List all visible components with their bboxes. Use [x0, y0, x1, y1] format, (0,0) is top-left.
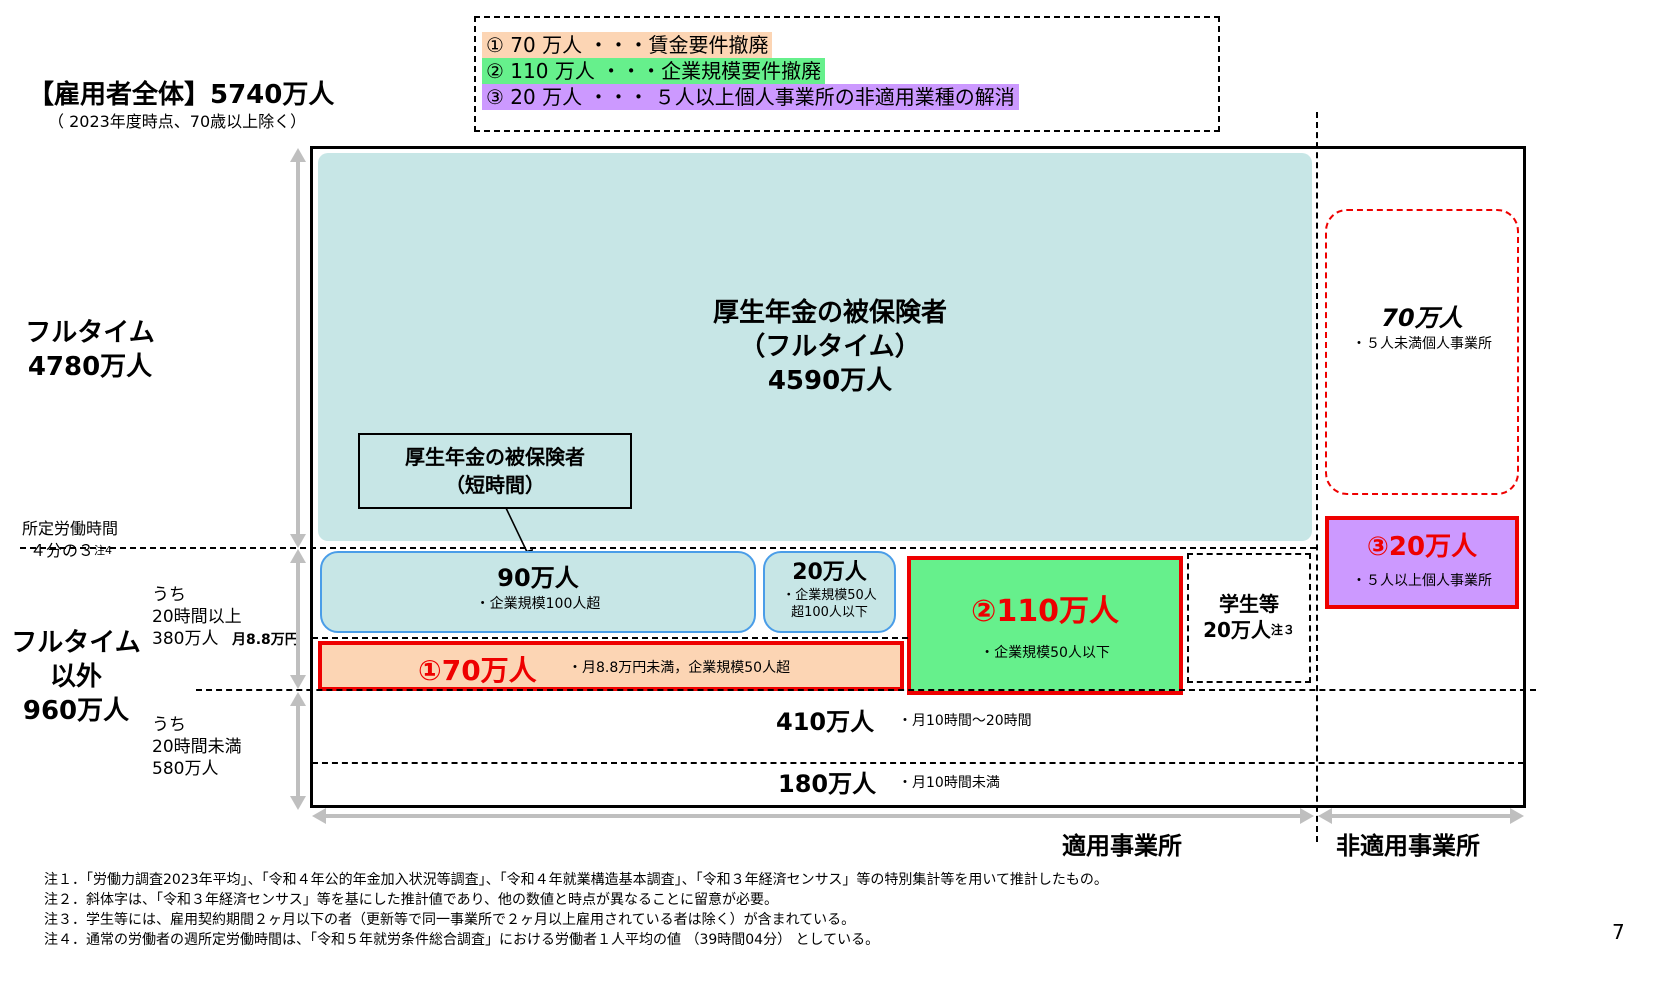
- target-2-note: ・企業規模50人以下: [980, 645, 1110, 661]
- over20-range-arrow: [290, 549, 306, 689]
- block-180-value: 180万人: [778, 770, 877, 798]
- fulltime-range-arrow: [290, 148, 306, 548]
- legend-item-1-text: ① 70 万人 ・・・賃金要件撤廃: [486, 33, 769, 57]
- footnote-1: 注１．「労働力調査2023年平均」、「令和４年公的年金加入状況等調査」、「令和４…: [44, 872, 1108, 888]
- legend-item-3: ③ 20 万人 ・・・ ５人以上個人事業所の非適用業種の解消: [482, 84, 1019, 110]
- student-block: 学生等 20万人注３: [1187, 553, 1311, 683]
- non-applicable-label: 非適用事業所: [1336, 832, 1480, 860]
- block-20-man: 20万人 ・企業規模50人 超100人以下: [763, 551, 896, 633]
- threshold-line1: 所定労働時間: [22, 519, 119, 538]
- block-90-note: ・企業規模100人超: [475, 596, 601, 612]
- over20-line1: うち: [152, 585, 186, 605]
- block-20-note-line1: ・企業規模50人: [782, 588, 877, 603]
- over20-label: うち 20時間以上 380万人: [152, 584, 242, 650]
- threshold-line2-row: ４分の３注4: [22, 540, 118, 562]
- threshold-line2: ４分の３: [30, 541, 95, 560]
- footnotes: 注１．「労働力調査2023年平均」、「令和４年公的年金加入状況等調査」、「令和４…: [44, 870, 1108, 950]
- legend-item-1: ① 70 万人 ・・・賃金要件撤廃: [482, 32, 773, 58]
- non-applicable-70-note: ・５人未満個人事業所: [1352, 336, 1492, 352]
- over20-line2: 20時間以上: [152, 607, 242, 627]
- short-time-callout-line2: （短時間）: [445, 473, 545, 497]
- fulltime-insured-label: 厚生年金の被保険者 （フルタイム） 4590万人: [520, 296, 1140, 398]
- block-410-value: 410万人: [776, 708, 875, 736]
- legend-item-2: ② 110 万人 ・・・企業規模要件撤廃: [482, 58, 826, 84]
- target-3-note: ・５人以上個人事業所: [1352, 573, 1492, 589]
- three-quarter-line: [20, 547, 1316, 549]
- footnote-2: 注２．斜体字は、「令和３年経済センサス」等を基にした推計値であり、他の数値と時点…: [44, 892, 779, 908]
- twenty-hour-line: [196, 689, 1536, 691]
- page-number: 7: [1612, 920, 1625, 944]
- threshold-note-ref: 注4: [94, 544, 113, 557]
- target-1-block: ①70万人 ・月8.8万円未満，企業規模50人超: [318, 641, 904, 691]
- applicable-label: 適用事業所: [1062, 832, 1182, 860]
- short-time-callout: 厚生年金の被保険者 （短時間）: [358, 433, 632, 509]
- student-count: 20万人: [1203, 618, 1271, 642]
- target-1-value: ①70万人: [418, 654, 537, 687]
- page-title: 【雇用者全体】5740万人: [28, 80, 335, 110]
- wage-threshold-label: 月8.8万円: [232, 632, 299, 648]
- legend-box: ① 70 万人 ・・・賃金要件撤廃 ② 110 万人 ・・・企業規模要件撤廃 ③…: [474, 16, 1220, 132]
- fulltime-side-text: フルタイム: [25, 318, 155, 348]
- non-applicable-70-value: 70万人: [1381, 304, 1463, 332]
- fulltime-insured-line2: （フルタイム）: [739, 332, 921, 362]
- target-2-block: ②110万人 ・企業規模50人以下: [907, 556, 1183, 695]
- block-410-note: ・月10時間～20時間: [898, 713, 1032, 729]
- block-90-value: 90万人: [497, 564, 579, 592]
- fulltime-side-label: フルタイム 4780万人: [10, 316, 170, 384]
- short-time-callout-line1: 厚生年金の被保険者: [405, 445, 585, 469]
- wage-line: [312, 637, 908, 639]
- student-label: 学生等: [1219, 592, 1279, 616]
- student-note-ref: 注３: [1270, 623, 1295, 637]
- non-fulltime-line2: 以外: [49, 662, 102, 692]
- legend-item-2-text: ② 110 万人 ・・・企業規模要件撤廃: [486, 59, 822, 83]
- applicable-divider: [1316, 112, 1318, 842]
- fulltime-insured-count: 4590万人: [767, 366, 893, 396]
- main-frame: [310, 146, 1526, 808]
- threshold-label: 所定労働時間 ４分の３注4: [22, 518, 118, 562]
- under20-label: うち 20時間未満 580万人: [152, 714, 242, 780]
- non-fulltime-side-label: フルタイム 以外 960万人: [0, 626, 152, 728]
- footnote-4: 注４．通常の労働者の週所定労働時間は、「令和５年就労条件総合調査」における労働者…: [44, 932, 880, 948]
- page-subtitle: （ 2023年度時点、70歳以上除く）: [48, 112, 307, 131]
- student-count-row: 20万人注３: [1189, 617, 1309, 643]
- block-180-note: ・月10時間未満: [898, 775, 1000, 791]
- block-90-man: 90万人 ・企業規模100人超: [320, 551, 756, 633]
- ten-hour-line: [312, 762, 1524, 764]
- non-applicable-range-arrow: [1318, 808, 1524, 824]
- block-20-note-line2: 超100人以下: [791, 605, 868, 620]
- under20-line3: 580万人: [152, 759, 219, 779]
- legend-item-3-text: ③ 20 万人 ・・・ ５人以上個人事業所の非適用業種の解消: [486, 85, 1015, 109]
- under20-line2: 20時間未満: [152, 737, 242, 757]
- under20-range-arrow: [290, 692, 306, 810]
- target-3-block: ③20万人 ・５人以上個人事業所: [1325, 516, 1519, 609]
- under20-line1: うち: [152, 715, 186, 735]
- footnote-3: 注３．学生等には、雇用契約期間２ヶ月以下の者（更新等で同一事業所で２ヶ月以上雇用…: [44, 912, 856, 928]
- fulltime-insured-line1: 厚生年金の被保険者: [712, 298, 947, 328]
- block-20-value: 20万人: [792, 560, 867, 585]
- target-3-value: ③20万人: [1366, 532, 1478, 562]
- applicable-range-arrow: [312, 808, 1314, 824]
- target-1-note: ・月8.8万円未満，企業規模50人超: [568, 660, 791, 676]
- over20-line3: 380万人: [152, 629, 219, 649]
- non-fulltime-count: 960万人: [22, 696, 130, 726]
- non-fulltime-line1: フルタイム: [11, 628, 141, 658]
- fulltime-side-count: 4780万人: [27, 352, 153, 382]
- non-applicable-70-block: 70万人 ・５人未満個人事業所: [1325, 209, 1519, 495]
- target-2-value: ②110万人: [970, 594, 1120, 629]
